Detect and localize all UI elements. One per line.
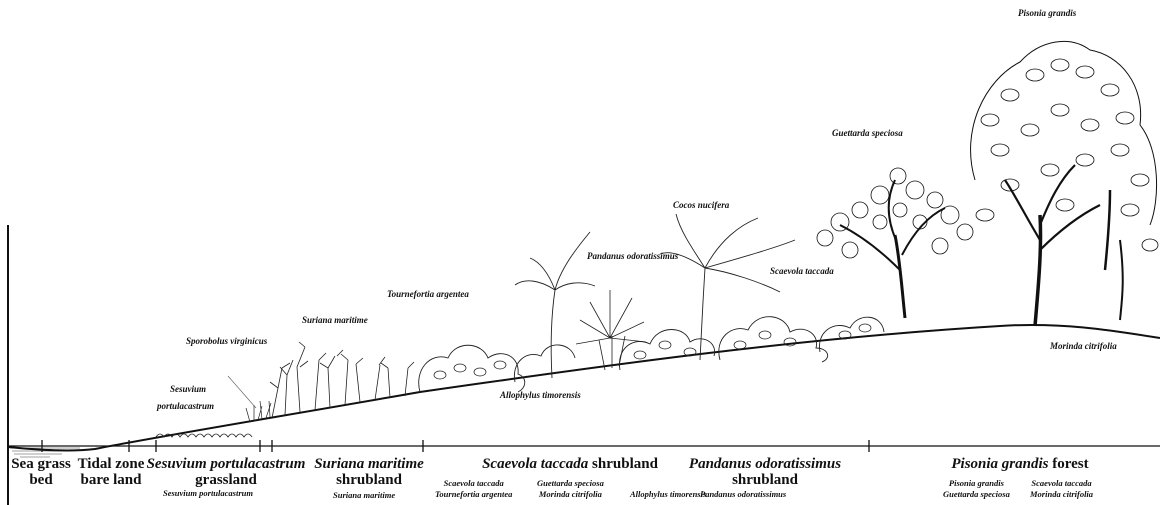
label-guettarda: Guettarda speciosa (832, 128, 903, 138)
zone-pisonia-species-b: Scaevola taccadaMorinda citrifolia (1030, 478, 1093, 499)
zone-pisonia-species-a: Pisonia grandisGuettarda speciosa (943, 478, 1010, 499)
label-allophylus: Allophylus timorensis (500, 390, 581, 400)
label-scaevola: Scaevola taccada (770, 266, 834, 276)
zone-tidal-bare-land: Tidal zone bare land (66, 457, 156, 489)
scaevola-shrubs (419, 317, 884, 392)
pisonia-tree (971, 41, 1158, 326)
coconut-palm-small (515, 232, 595, 378)
label-cocos: Cocos nucifera (673, 200, 729, 210)
sporobolus-leader-line (228, 376, 256, 408)
label-pisonia-top: Pisonia grandis (1018, 8, 1076, 18)
guettarda-tree (817, 168, 973, 318)
zone-suriana-species: Suriana maritime (333, 490, 395, 501)
label-tournefortia: Tournefortia argentea (387, 289, 469, 299)
zone-suriana-shrubland: Suriana maritime shrubland (306, 457, 432, 489)
zone-scaevola-species-a: Scaevola taccadaTournefortia argentea (435, 478, 512, 499)
zone-pandanus-shrubland: Pandanus odoratissimus shrubland (680, 457, 850, 489)
zone-pisonia-forest: Pisonia grandis forest (930, 457, 1110, 473)
zone-scaevola-species-b: Guettarda speciosaMorinda citrifolia (537, 478, 604, 499)
label-pandanus: Pandanus odoratissimus (587, 251, 678, 261)
zone-pandanus-species: Pandanus odoratissimus (700, 489, 786, 500)
zone-scaevola-species-c: Allophylus timorensis (630, 489, 706, 500)
zone-scaevola-shrubland: Scaevola taccada shrubland (462, 457, 678, 473)
label-sporobolus: Sporobolus virginicus (186, 336, 267, 346)
coconut-palm-large (660, 214, 795, 360)
zone-sesuvium-grassland: Sesuvium portulacastrum grassland (144, 457, 308, 489)
zone-sesuvium-species: Sesuvium portulacastrum (163, 488, 253, 499)
suriana-shrubs (270, 342, 414, 418)
label-sesuvium-1: Sesuvium (170, 384, 206, 394)
label-sesuvium-2: portulacastrum (157, 401, 214, 411)
label-suriana: Suriana maritime (302, 315, 368, 325)
label-morinda: Morinda citrifolia (1050, 341, 1117, 351)
